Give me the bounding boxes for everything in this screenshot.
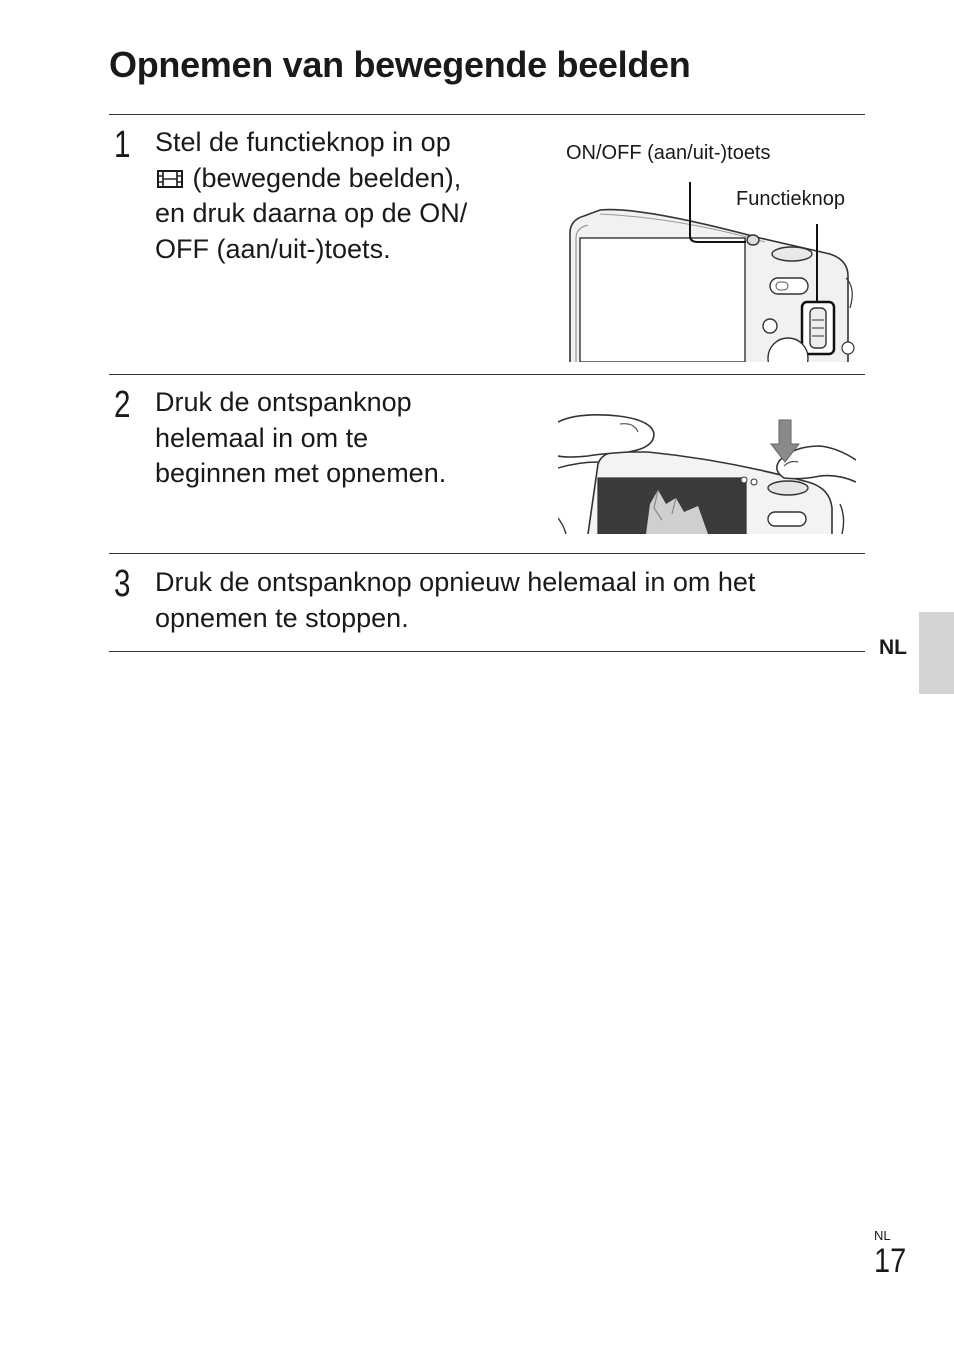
title-rule bbox=[109, 114, 865, 115]
step-1-text: Stel de functieknop in op (bewegende bee… bbox=[155, 125, 467, 267]
step-1-line-2-text: (bewegende beelden), bbox=[192, 162, 462, 193]
step-3-number: 3 bbox=[114, 563, 131, 605]
step-2-rule bbox=[109, 553, 865, 554]
page-number: 17 bbox=[874, 1242, 907, 1280]
step-3-line-2: opnemen te stoppen. bbox=[155, 602, 409, 633]
step-3-text: Druk de ontspanknop opnieuw helemaal in … bbox=[155, 565, 755, 636]
step-1-line-3: en druk daarna op de ON/ bbox=[155, 198, 468, 228]
camera-top-illustration bbox=[569, 182, 855, 362]
step-1-line-2: (bewegende beelden), bbox=[155, 161, 467, 197]
step-1-line-1: Stel de functieknop in op bbox=[155, 127, 451, 157]
step-2-line-1: Druk de ontspanknop bbox=[155, 387, 412, 417]
step-2-text: Druk de ontspanknop helemaal in om te be… bbox=[155, 385, 446, 492]
mode-dial-label: Functieknop bbox=[736, 188, 845, 210]
language-side-tab bbox=[919, 612, 954, 694]
footer-language: NL bbox=[874, 1228, 891, 1243]
step-3-rule bbox=[109, 651, 865, 652]
movie-mode-icon bbox=[157, 169, 183, 188]
onoff-button-label: ON/OFF (aan/uit-)toets bbox=[566, 142, 771, 164]
shutter-press-illustration bbox=[558, 414, 856, 534]
step-2-number: 2 bbox=[114, 384, 131, 426]
step-2-line-2: helemaal in om te bbox=[155, 422, 369, 453]
step-1-rule bbox=[109, 374, 865, 375]
step-2-line-3: beginnen met opnemen. bbox=[155, 458, 447, 488]
page-title: Opnemen van bewegende beelden bbox=[109, 44, 691, 85]
step-1-line-4: OFF (aan/uit-)toets. bbox=[155, 233, 391, 264]
step-3-line-1: Druk de ontspanknop opnieuw helemaal in … bbox=[155, 567, 756, 597]
step-1-number: 1 bbox=[114, 124, 131, 166]
language-tab-label: NL bbox=[879, 636, 907, 659]
